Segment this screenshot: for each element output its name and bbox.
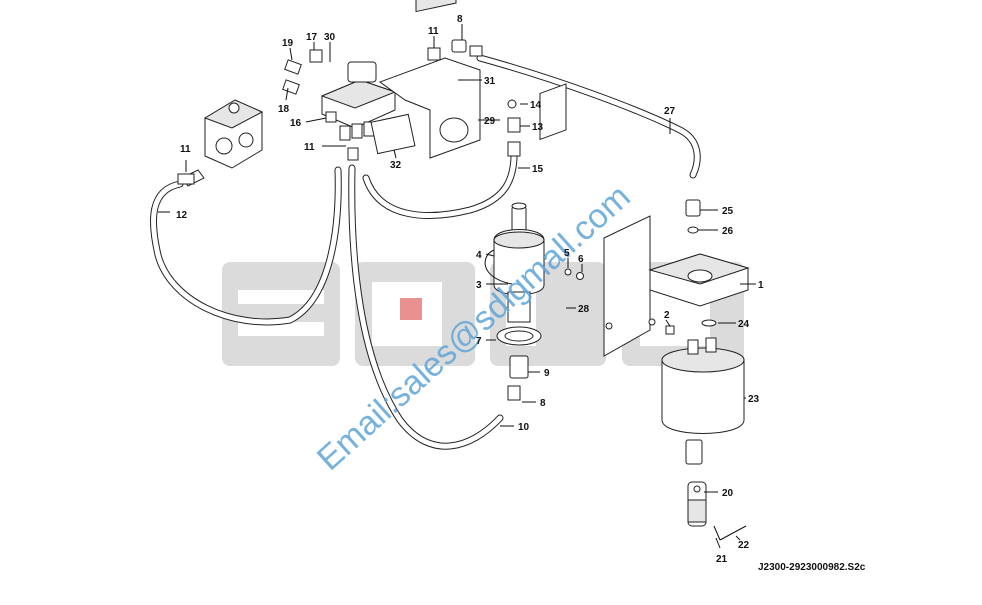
bracket-1 — [603, 215, 750, 357]
bracket-29 — [378, 0, 481, 159]
callout-23: 23 — [748, 394, 760, 405]
callout-22: 22 — [738, 540, 750, 551]
callout-9: 9 — [544, 368, 550, 379]
manifold-block — [282, 49, 397, 141]
callout-18: 18 — [278, 104, 290, 115]
receiver-drier — [661, 337, 745, 465]
top-fittings — [177, 39, 521, 185]
callout-16: 16 — [290, 118, 302, 129]
drawing-reference: J2300-2923000982.S2c — [758, 562, 866, 573]
callout-29: 29 — [484, 116, 496, 127]
callout-1: 1 — [758, 280, 764, 291]
callout-20: 20 — [722, 488, 734, 499]
callout-30: 30 — [324, 32, 336, 43]
switch-20 — [687, 481, 747, 541]
callout-2: 2 — [664, 310, 670, 321]
callout-6: 6 — [578, 254, 584, 265]
callout-7: 7 — [476, 336, 482, 347]
callout-15: 15 — [532, 164, 544, 175]
callout-8-bottom: 8 — [540, 398, 546, 409]
callouts: 1 2 3 4 5 6 7 8 8 9 10 11 11 11 12 13 14… — [176, 14, 764, 565]
callout-14: 14 — [530, 100, 542, 111]
callout-8-top: 8 — [457, 14, 463, 25]
leader-lines — [158, 24, 756, 549]
callout-4: 4 — [476, 250, 482, 261]
callout-3: 3 — [476, 280, 482, 291]
callout-25: 25 — [722, 206, 734, 217]
callout-28: 28 — [578, 304, 590, 315]
plate-32 — [370, 113, 416, 155]
callout-32: 32 — [390, 160, 402, 171]
hoses — [150, 54, 701, 450]
callout-27: 27 — [664, 106, 676, 117]
callout-24: 24 — [738, 319, 750, 330]
callout-11-left: 11 — [180, 144, 191, 155]
callout-12: 12 — [176, 210, 188, 221]
filter-assembly — [484, 202, 584, 401]
valve-body — [181, 99, 264, 187]
callout-17: 17 — [306, 32, 318, 43]
callout-11-top: 11 — [428, 26, 439, 37]
callout-26: 26 — [722, 226, 734, 237]
callout-11-mid: 11 — [304, 142, 315, 153]
callout-19: 19 — [282, 38, 294, 49]
callout-10: 10 — [518, 422, 530, 433]
callout-21: 21 — [716, 554, 728, 565]
callout-13: 13 — [532, 122, 544, 133]
callout-31: 31 — [484, 76, 496, 87]
callout-5: 5 — [564, 248, 570, 259]
gasket-28 — [539, 83, 567, 141]
